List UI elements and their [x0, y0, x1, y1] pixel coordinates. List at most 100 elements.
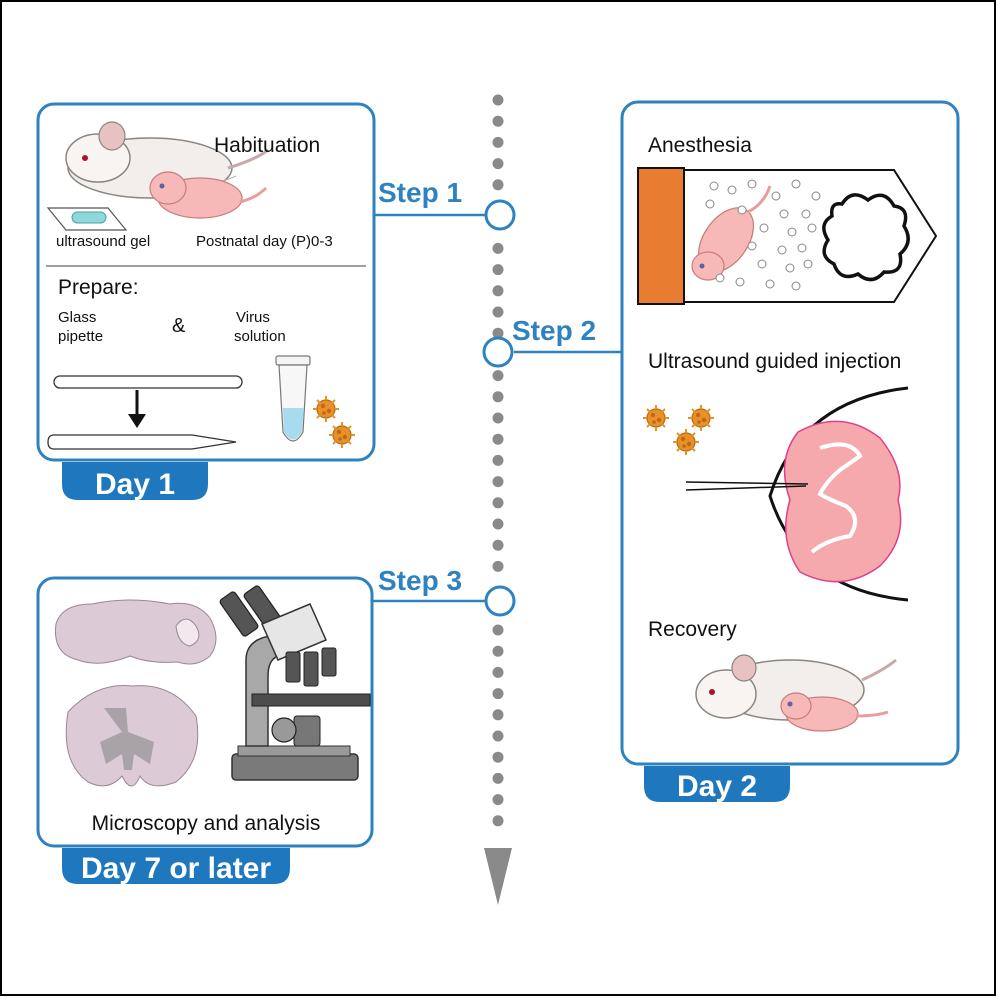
timeline-dot: [492, 412, 504, 424]
timeline-dot: [492, 476, 504, 488]
day2-panel: Day 2 Anesthesia Ultrasound guided injec…: [620, 100, 960, 803]
step2-connector: [482, 336, 622, 368]
ultrasound-gel-icon: [46, 207, 128, 231]
timeline-dot: [492, 94, 504, 106]
gas-bubble-icon: [797, 243, 807, 253]
step3-label: Step 3: [378, 565, 462, 596]
coronal-spinal-section-icon: [65, 685, 199, 787]
day7-tag: [62, 848, 290, 884]
gas-bubble-icon: [791, 281, 801, 291]
timeline-dot: [492, 285, 504, 297]
gas-bubble-icon: [785, 263, 795, 273]
timeline-dot: [492, 370, 504, 382]
timeline-dot: [492, 136, 504, 148]
timeline-dot: [492, 391, 504, 403]
gas-bubble-icon: [727, 185, 737, 195]
day1-panel: Day 1 Habituation ultrasound gel Postnat…: [36, 102, 376, 501]
gel-label: ultrasound gel: [56, 233, 150, 250]
recovery-label: Recovery: [648, 618, 737, 641]
timeline-dot: [492, 539, 504, 551]
sagittal-brain-section-icon: [54, 599, 217, 665]
timeline-dot: [492, 624, 504, 636]
gas-bubble-icon: [807, 223, 817, 233]
day7-panel: Day 7 or later Microscopy and analysis: [36, 576, 374, 885]
timeline-dot: [492, 645, 504, 657]
virus-label-line1: Virus: [236, 309, 270, 326]
down-arrow-icon: [128, 390, 146, 428]
timeline-arrowhead: [484, 848, 512, 905]
timeline-dot: [492, 772, 504, 784]
timeline-dot: [492, 327, 504, 339]
timeline-dot: [492, 730, 504, 742]
anesthesia-label: Anesthesia: [648, 134, 752, 157]
gas-bubble-icon: [715, 273, 725, 283]
timeline-dot: [492, 751, 504, 763]
gas-bubble-icon: [787, 227, 797, 237]
glass-pipette-icon: [47, 375, 243, 450]
step1-label: Step 1: [378, 177, 462, 208]
gas-bubble-icon: [771, 191, 781, 201]
pup-icon: [149, 171, 268, 219]
injection-needle-icon: [685, 481, 809, 485]
glass-label-line1: Glass: [58, 309, 96, 326]
age-label: Postnatal day (P)0-3: [196, 233, 333, 250]
timeline-dot: [492, 454, 504, 466]
gas-bubble-icon: [811, 191, 821, 201]
gas-bubble-icon: [759, 223, 769, 233]
timeline-dot: [492, 709, 504, 721]
gas-bubble-icon: [801, 209, 811, 219]
timeline-dot: [492, 264, 504, 276]
gas-bubble-icon: [735, 277, 745, 287]
prepare-label: Prepare:: [58, 276, 139, 299]
timeline-dot: [492, 306, 504, 318]
timeline-dot: [492, 158, 504, 170]
step3-connector: [372, 585, 516, 617]
timeline-dot: [492, 560, 504, 572]
day2-tag: [644, 766, 790, 802]
day7-tag-label: Day 7 or later: [81, 852, 271, 885]
anesthesia-pup-icon: [691, 185, 772, 281]
injection-illustration: [642, 386, 909, 602]
timeline-dot: [492, 518, 504, 530]
timeline-dot: [492, 688, 504, 700]
timeline-dot: [492, 242, 504, 254]
gas-bubble-icon: [737, 205, 747, 215]
timeline-dot: [492, 115, 504, 127]
gas-bubble-icon: [765, 279, 775, 289]
injection-label: Ultrasound guided injection: [648, 350, 901, 373]
timeline-dot: [492, 497, 504, 509]
day1-tag-label: Day 1: [95, 468, 175, 501]
glass-label-line2: pipette: [58, 328, 103, 345]
recovery-mice-icon: [695, 654, 897, 732]
virus-tube-icon: [275, 355, 311, 442]
timeline-dot: [492, 433, 504, 445]
gas-bubble-icon: [779, 209, 789, 219]
gas-bubble-icon: [705, 199, 715, 209]
gas-bubble-icon: [747, 241, 757, 251]
timeline-dot: [492, 179, 504, 191]
step1-connector: [375, 199, 516, 231]
habituation-label: Habituation: [214, 134, 320, 157]
gas-bubble-icon: [803, 259, 813, 269]
day1-tag: [62, 462, 208, 500]
gas-bubble-icon: [709, 181, 719, 191]
gas-bubbles: [705, 179, 821, 291]
gas-bubble-icon: [757, 259, 767, 269]
day2-tag-label: Day 2: [677, 770, 757, 803]
brain-section-icon: [783, 420, 902, 583]
anesthesia-chamber-icon: [637, 167, 938, 305]
timeline-dot: [492, 666, 504, 678]
timeline-dot: [492, 815, 504, 827]
virus-label-line2: solution: [234, 328, 286, 345]
step2-label: Step 2: [512, 315, 596, 346]
microscopy-caption: Microscopy and analysis: [92, 812, 321, 835]
timeline: [492, 94, 504, 827]
microscope-icon: [219, 585, 371, 781]
gas-bubble-icon: [791, 179, 801, 189]
timeline-dot: [492, 794, 504, 806]
gas-bubble-icon: [777, 245, 787, 255]
gas-bubble-icon: [747, 179, 757, 189]
ampersand-label: &: [172, 315, 186, 337]
